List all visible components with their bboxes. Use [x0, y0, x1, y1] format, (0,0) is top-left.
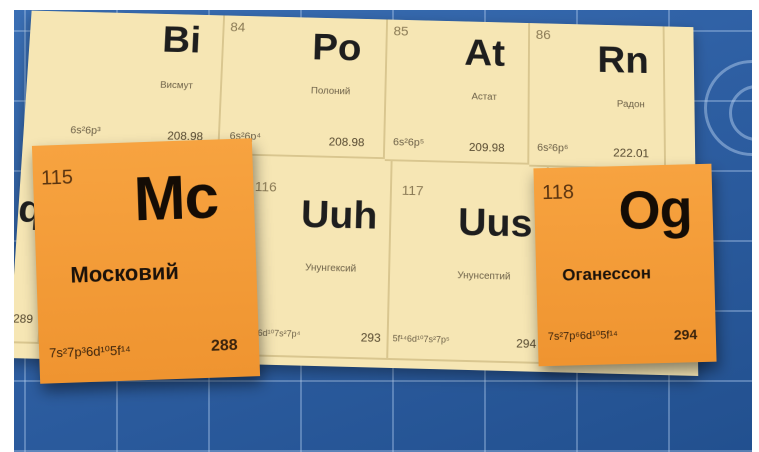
- atomic-mass: 294: [516, 336, 537, 351]
- element-cell-at: 85 At Астат 6s²6p⁵ 209.98: [384, 19, 531, 165]
- element-cell-bi: Bi Висмут 6s²6p³ 208.98: [41, 11, 226, 155]
- element-cell-uuh: 116 Uuh Унунгексий 5f¹⁴6d¹⁰7s²7p⁴ 293: [238, 157, 393, 360]
- electron-config: 5f¹⁴6d¹⁰7s²7p⁵: [392, 333, 450, 345]
- element-symbol: Uus: [457, 200, 533, 246]
- atomic-number: 118: [541, 181, 575, 205]
- element-symbol: Og: [617, 179, 693, 242]
- atomic-number: 85: [393, 23, 409, 39]
- electron-config: 7s²7p⁶6d¹⁰5f¹⁴: [547, 329, 618, 344]
- atomic-mass: 222.01: [613, 146, 650, 161]
- element-tile-moscovium: 115 Mc Московий 7s²7p³6d¹⁰5f¹⁴ 288: [31, 138, 261, 384]
- element-name: Полоний: [310, 85, 351, 98]
- atomic-mass: 293: [360, 330, 381, 345]
- element-name: Висмут: [159, 80, 194, 92]
- electron-config: 6s²6p⁶: [537, 142, 569, 155]
- element-symbol: Po: [311, 26, 363, 69]
- element-name: Радон: [616, 99, 645, 111]
- element-name: Оганессон: [561, 263, 652, 285]
- photo-scene: Bi Висмут 6s²6p³ 208.98 84 Po Полоний 6s…: [14, 10, 752, 452]
- element-tile-oganesson: 118 Og Оганессон 7s²7p⁶6d¹⁰5f¹⁴ 294: [533, 163, 717, 367]
- atomic-mass-fragment: 289: [14, 311, 34, 326]
- electron-config: 7s²7p³6d¹⁰5f¹⁴: [48, 342, 131, 361]
- element-symbol: Uuh: [300, 193, 378, 238]
- atomic-mass: 294: [673, 326, 698, 343]
- element-name: Унунсептий: [457, 270, 511, 283]
- atomic-mass: 209.98: [468, 140, 505, 155]
- element-symbol: Bi: [161, 19, 202, 61]
- atomic-mass: 208.98: [328, 135, 365, 150]
- electron-config: 6s²6p⁵: [392, 136, 425, 149]
- atomic-number: 86: [535, 26, 551, 42]
- atomic-number: 115: [40, 166, 74, 190]
- element-name: Астат: [471, 91, 497, 103]
- atomic-number: 84: [230, 19, 246, 35]
- element-cell-rn: 86 Rn Радон 6s²6p⁶ 222.01: [529, 23, 667, 171]
- element-symbol: At: [464, 32, 506, 75]
- element-symbol: Rn: [597, 39, 649, 82]
- element-name: Унунгексий: [305, 262, 357, 275]
- atomic-number: 117: [401, 182, 424, 199]
- element-symbol: Mc: [132, 162, 220, 235]
- atomic-mass: 288: [210, 336, 238, 355]
- atomic-number: 116: [254, 178, 278, 195]
- electron-config: 6s²6p³: [69, 124, 101, 137]
- element-name: Московий: [70, 258, 180, 288]
- element-cell-uus: 117 Uus Унунсептий 5f¹⁴6d¹⁰7s²7p⁵ 294: [388, 161, 549, 365]
